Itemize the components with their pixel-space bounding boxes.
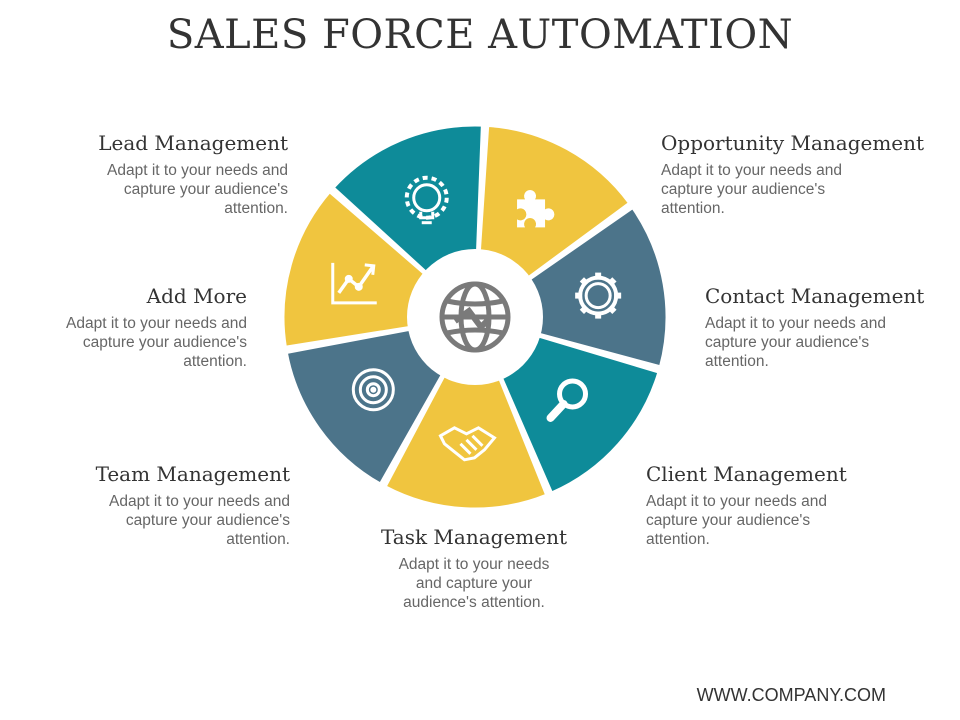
puzzle-icon [517, 190, 555, 228]
gear-icon [575, 272, 622, 319]
label-contact-management: Contact Management Adapt it to your need… [705, 284, 960, 371]
segment-text: Adapt it to your needs and capture your … [66, 315, 247, 370]
label-opportunity-management: Opportunity Management Adapt it to your … [661, 131, 960, 218]
magnifier-icon [546, 378, 589, 422]
segment-text: Adapt it to your needs and capture your … [705, 315, 886, 370]
label-add-more: Add More Adapt it to your needs and capt… [0, 284, 247, 371]
segment-title: Lead Management [98, 131, 288, 155]
handshake-icon [438, 426, 497, 462]
target-icon [351, 368, 395, 412]
segment-text: Adapt it to your needs and capture your … [646, 493, 827, 548]
label-client-management: Client Management Adapt it to your needs… [646, 462, 946, 549]
label-lead-management: Lead Management Adapt it to your needs a… [0, 131, 288, 218]
page-title: SALES FORCE AUTOMATION [166, 12, 794, 58]
segment-title: Task Management [380, 525, 567, 549]
footer-url: WWW.COMPANY.COM [696, 685, 886, 705]
segment-text: Adapt it to your needs and capture your … [661, 162, 842, 217]
globe-icon [439, 281, 511, 353]
segment-title: Add More [146, 284, 247, 308]
segment-text: Adapt it to your needs and capture your … [398, 556, 550, 611]
segment-text: Adapt it to your needs and capture your … [107, 162, 288, 217]
lightbulb-icon [404, 175, 449, 225]
segment-text: Adapt it to your needs and capture your … [109, 493, 290, 548]
segment-title: Opportunity Management [661, 131, 925, 155]
segment-title: Team Management [95, 462, 290, 486]
segment-title: Contact Management [705, 284, 925, 308]
label-task-management: Task Management Adapt it to your needs a… [324, 525, 624, 612]
segment-title: Client Management [646, 462, 847, 486]
label-team-management: Team Management Adapt it to your needs a… [0, 462, 290, 549]
chart-icon [331, 262, 377, 305]
